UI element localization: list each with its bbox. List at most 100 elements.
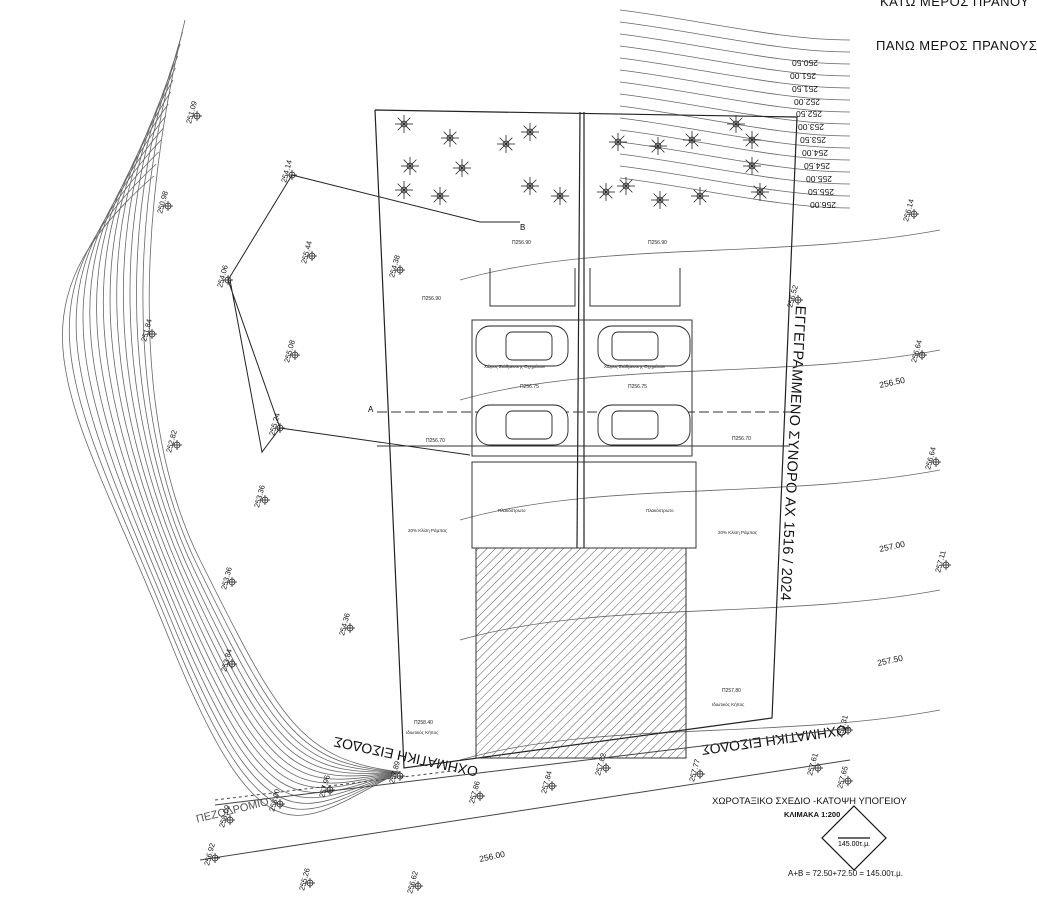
car-roof [611,331,659,361]
tree-branch [523,131,531,139]
tree-branch [439,189,447,197]
contour-line [619,129,851,161]
contour-line [109,91,401,780]
tree [453,159,471,177]
tree-branch [461,167,469,175]
tree-branch [625,185,633,193]
contour-line [148,19,401,773]
tree-branch [735,117,743,125]
tree [431,187,449,205]
tree-branch [449,131,457,139]
contour-line [619,33,851,65]
drawing-caption: ΧΩΡΟΤΑΞΙΚΟ ΣΧΕΔΙΟ -ΚΑΤΟΨΗ ΥΠΟΓΕΙΟΥ [712,796,907,807]
tree-branch [653,199,661,207]
contour-line [68,163,401,810]
tree [649,137,667,155]
contour-label: 255.50 [808,187,834,197]
car-roof [505,410,553,440]
zone-note: Πλακόστρωτο [646,507,674,513]
contour-line [619,117,851,149]
tree-branch [745,139,753,147]
tree [401,157,419,175]
contour-line [142,31,401,773]
tree-trunk [654,142,662,150]
tree-branch [599,191,607,199]
plot-boundary [374,109,798,769]
tree-branch [523,125,531,133]
tree-branch [397,183,405,191]
contour-label: 253.50 [800,135,826,145]
contour-label: 253.00 [798,122,824,132]
tree-branch [759,185,767,193]
car [597,325,691,367]
tree-branch [433,195,441,203]
tree [497,135,515,153]
contour-label: 257.00 [878,539,906,554]
tree-branch [659,199,667,207]
tree-branch [751,133,759,141]
tree-branch [751,165,759,173]
tree [743,131,761,149]
scale-label: ΚΛΙΜΑΚΑ 1:200 [784,810,841,819]
tree-branch [751,139,759,147]
contour-line [82,139,401,799]
section-marks: A B [368,223,525,414]
contour-line [619,81,851,113]
floor-level: Π256.70 [732,436,751,442]
tree-branch [691,139,699,147]
tree [597,183,615,201]
contour-label: 251.00 [790,71,816,81]
contour-line [619,57,851,89]
tree-branch [397,117,405,125]
floor-level: Π256.90 [422,296,441,302]
tree-trunk [602,188,610,196]
tree-trunk [656,196,664,204]
section-mark-b: B [520,223,525,232]
tree-trunk [526,128,534,136]
tree-trunk [614,138,622,146]
tree-trunk [436,192,444,200]
tree-branch [455,161,463,169]
tree [751,183,769,201]
tree-branch [685,133,693,141]
floor-level: Π258.40 [414,720,433,726]
survey-polygon [227,174,293,454]
tree-branch [505,143,513,151]
contour-label: 256.00 [478,849,506,864]
contour-label: 252.50 [796,109,822,119]
tree-branch [409,165,417,173]
tree-branch [409,159,417,167]
zone-note: Ιδιωτικός Κήπος [712,701,745,707]
tree [743,157,761,175]
tree-branch [745,159,753,167]
tree-branch [403,183,411,191]
car [597,404,691,446]
zone-note: Πλακόστρωτο [498,507,526,513]
tree-trunk [748,136,756,144]
tree [521,123,539,141]
tree-trunk [446,134,454,142]
tree-branch [691,133,699,141]
contour-line [123,67,401,774]
cars [475,325,691,446]
tree-branch [553,195,561,203]
tree-branch [433,189,441,197]
contour-line [116,79,401,777]
contour-label: 256.50 [878,375,906,390]
contour-label: 250.50 [792,58,818,68]
tree-branch [693,189,701,197]
contour-label: 252.00 [794,97,820,107]
contour-line [459,229,941,281]
tree-trunk [502,140,510,148]
zone-note: 20% Κλίση Ράμπας [718,529,758,535]
lower-slope-label: ΚΑΤΩ ΜΕΡΟΣ ΠΡΑΝΟΥ [880,0,1030,9]
contour-label: 254.50 [804,161,830,171]
floor-level: Π256.70 [426,438,445,444]
section-mark-a: A [368,405,374,414]
area-box: 145.00τ.μ. [838,841,870,848]
tree-branch [651,139,659,147]
contour-line [75,151,401,804]
tree-branch [403,117,411,125]
